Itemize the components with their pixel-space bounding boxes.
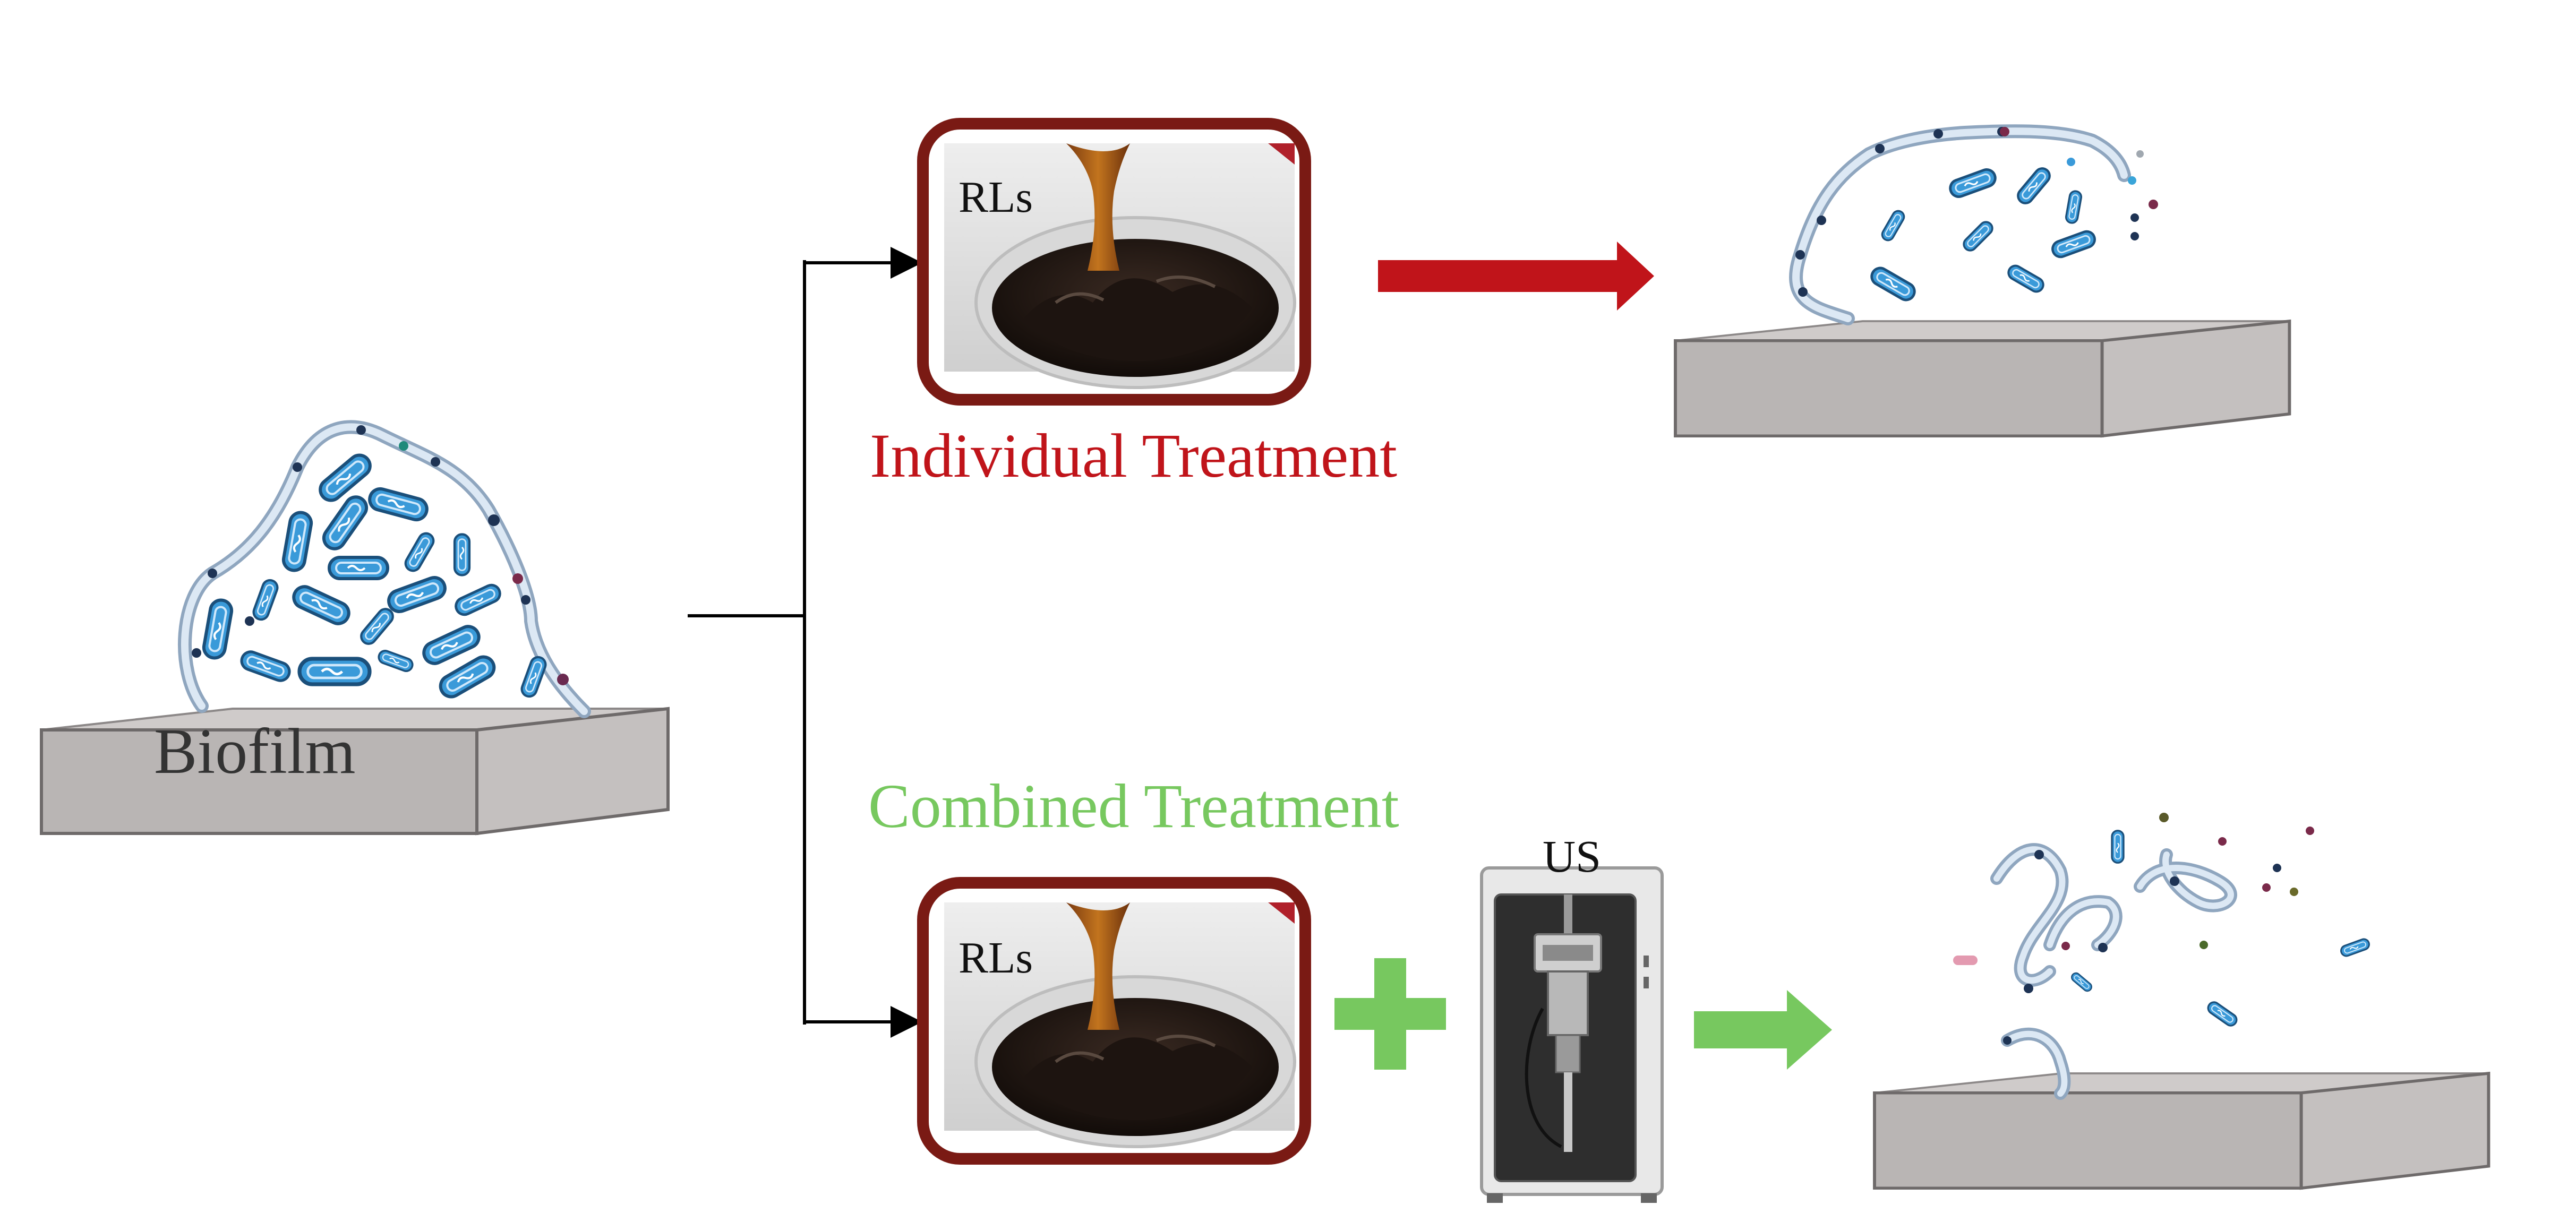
- us-label: US: [1543, 831, 1601, 882]
- plus-icon: [1334, 958, 1446, 1070]
- ultrasound-device-icon: [1480, 866, 1664, 1203]
- biofilm-bacteria: [202, 451, 548, 700]
- partial-biofilm: [1789, 124, 2158, 325]
- rls-photo-top: [917, 118, 1311, 406]
- treated-surface-individual: [1675, 321, 2289, 436]
- rls-photo-bottom: [917, 877, 1311, 1165]
- released-particles: [1953, 813, 2372, 1045]
- arrow-right-icon: [1694, 990, 1832, 1070]
- combined-treatment-label: Combined Treatment: [868, 771, 1399, 841]
- biofilm-label: Biofilm: [154, 716, 356, 787]
- disrupted-biofilm: [1990, 843, 2237, 1100]
- rls-label-bottom: RLs: [958, 933, 1033, 983]
- arrow-right-icon: [1378, 242, 1654, 311]
- individual-treatment-label: Individual Treatment: [870, 421, 1398, 490]
- treated-surface-combined: [1875, 1073, 2488, 1188]
- biofilm-matrix: [178, 420, 591, 718]
- rls-label-top: RLs: [958, 173, 1033, 222]
- branch-connector: [688, 247, 922, 1038]
